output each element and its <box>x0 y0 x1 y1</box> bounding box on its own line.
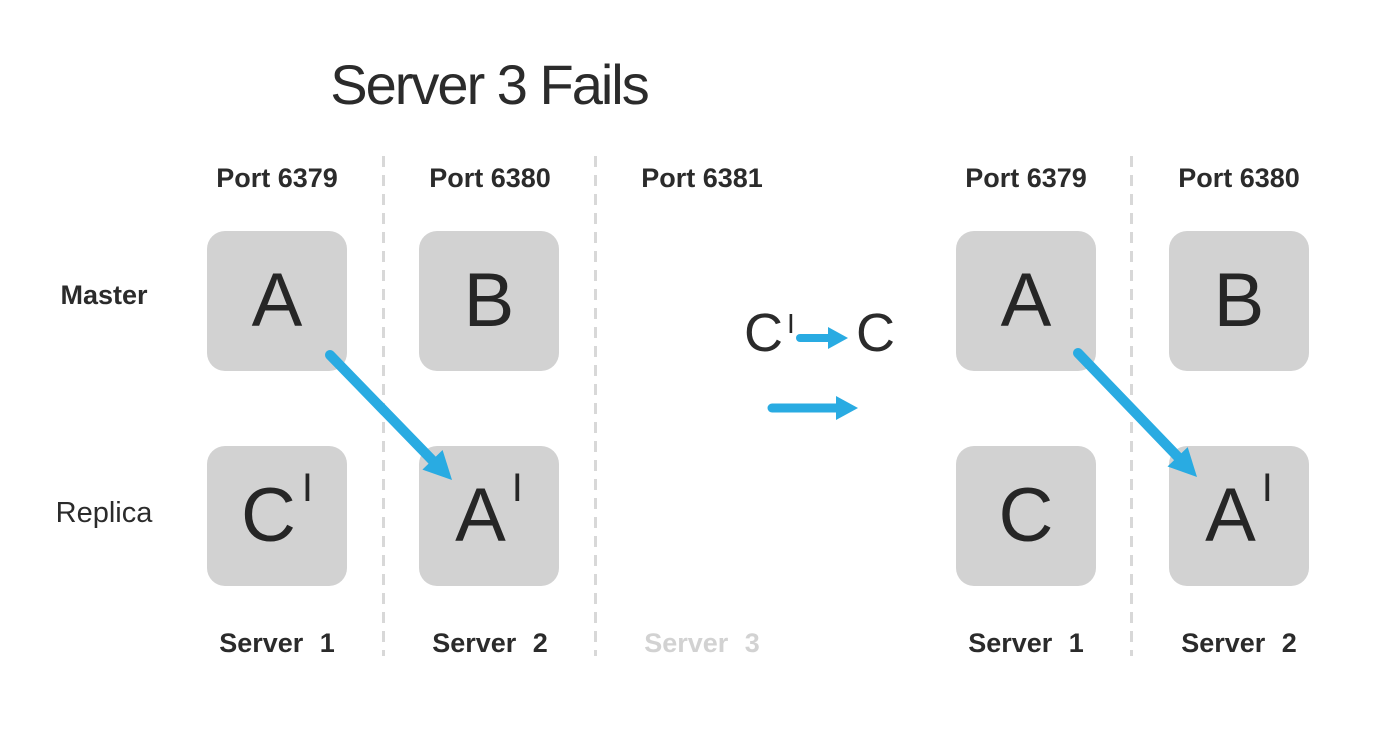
right-master-box-a: A <box>956 231 1096 371</box>
master-row-label: Master <box>60 280 148 310</box>
server-label-left-3-failed: Server 3 <box>644 628 760 658</box>
right-master-box-b: B <box>1169 231 1309 371</box>
shard-letter: A <box>1205 473 1256 558</box>
prime-mark: I <box>301 466 313 510</box>
transition-to-label: C <box>856 303 895 363</box>
right-replica-box-c: C <box>956 446 1096 586</box>
column-divider <box>1130 156 1133 656</box>
promotion-arrow-icon <box>796 327 848 349</box>
diagram-title: Server 3 Fails <box>330 53 649 116</box>
shard-letter: C <box>998 473 1054 558</box>
port-label-left-6381: Port 6381 <box>641 163 763 193</box>
shard-letter: A <box>1000 258 1052 343</box>
shard-letter: B <box>1213 258 1265 343</box>
column-divider <box>594 156 597 656</box>
prime-mark: I <box>1261 466 1273 510</box>
left-master-box-b: B <box>419 231 559 371</box>
shard-letter: A <box>455 473 506 558</box>
server-label-left-1: Server 1 <box>219 628 335 658</box>
server-label-right-2: Server 2 <box>1181 628 1297 658</box>
shard-letter: A <box>251 258 303 343</box>
column-divider <box>382 156 385 656</box>
server-label-left-2: Server 2 <box>432 628 548 658</box>
server-label-right-1: Server 1 <box>968 628 1084 658</box>
shard-letter: B <box>463 258 515 343</box>
port-label-right-6379: Port 6379 <box>965 163 1087 193</box>
shard-letter: C <box>240 473 296 558</box>
prime-mark: I <box>787 308 795 339</box>
replica-row-label: Replica <box>55 497 153 529</box>
prime-mark: I <box>511 466 523 510</box>
transition-arrow-icon <box>767 396 858 420</box>
left-master-box-a: A <box>207 231 347 371</box>
shard-letter: C <box>744 303 783 363</box>
port-label-right-6380: Port 6380 <box>1178 163 1300 193</box>
port-label-left-6380: Port 6380 <box>429 163 551 193</box>
port-label-left-6379: Port 6379 <box>216 163 338 193</box>
